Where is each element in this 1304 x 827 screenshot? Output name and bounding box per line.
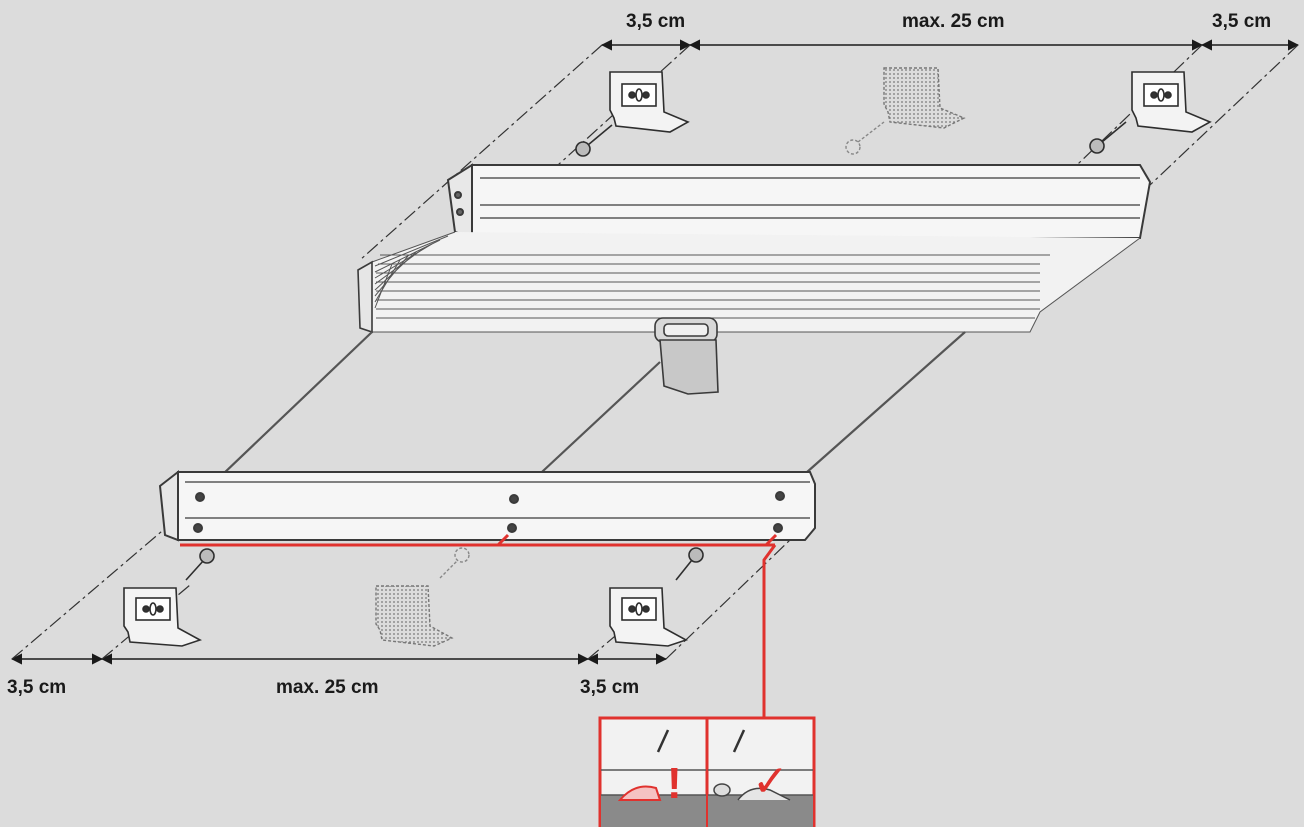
pleated-fabric <box>357 231 1141 334</box>
bottom-max-spacing-label: max. 25 cm <box>276 677 379 698</box>
handle <box>654 317 719 395</box>
detail-inset <box>598 716 816 827</box>
warning-mark: ! <box>667 759 682 808</box>
top-left-spacing-label: 3,5 cm <box>626 11 686 32</box>
bracket-top-middle <box>883 67 966 129</box>
screw-bottom-middle <box>439 547 470 579</box>
guide-lines <box>11 44 1299 660</box>
screw-top-right <box>1089 121 1127 154</box>
check-mark: ✓ <box>752 757 789 806</box>
bracket-bottom-middle <box>375 585 454 647</box>
screw-bottom-left <box>185 548 215 581</box>
top-max-spacing-label: max. 25 cm <box>902 11 1005 32</box>
top-right-spacing-label: 3,5 cm <box>1212 11 1272 32</box>
highlight-line <box>180 533 778 718</box>
bracket-top-left <box>609 71 690 133</box>
bracket-bottom-right <box>609 587 688 647</box>
screw-top-left <box>575 124 613 157</box>
bottom-left-spacing-label: 3,5 cm <box>7 677 67 698</box>
screw-top-middle <box>845 121 885 155</box>
screw-bottom-right <box>675 547 704 581</box>
bracket-bottom-left <box>123 587 202 647</box>
bottom-right-spacing-label: 3,5 cm <box>580 677 640 698</box>
bottom-rail <box>158 469 816 542</box>
bracket-top-right <box>1131 71 1212 133</box>
top-rail <box>446 163 1152 240</box>
